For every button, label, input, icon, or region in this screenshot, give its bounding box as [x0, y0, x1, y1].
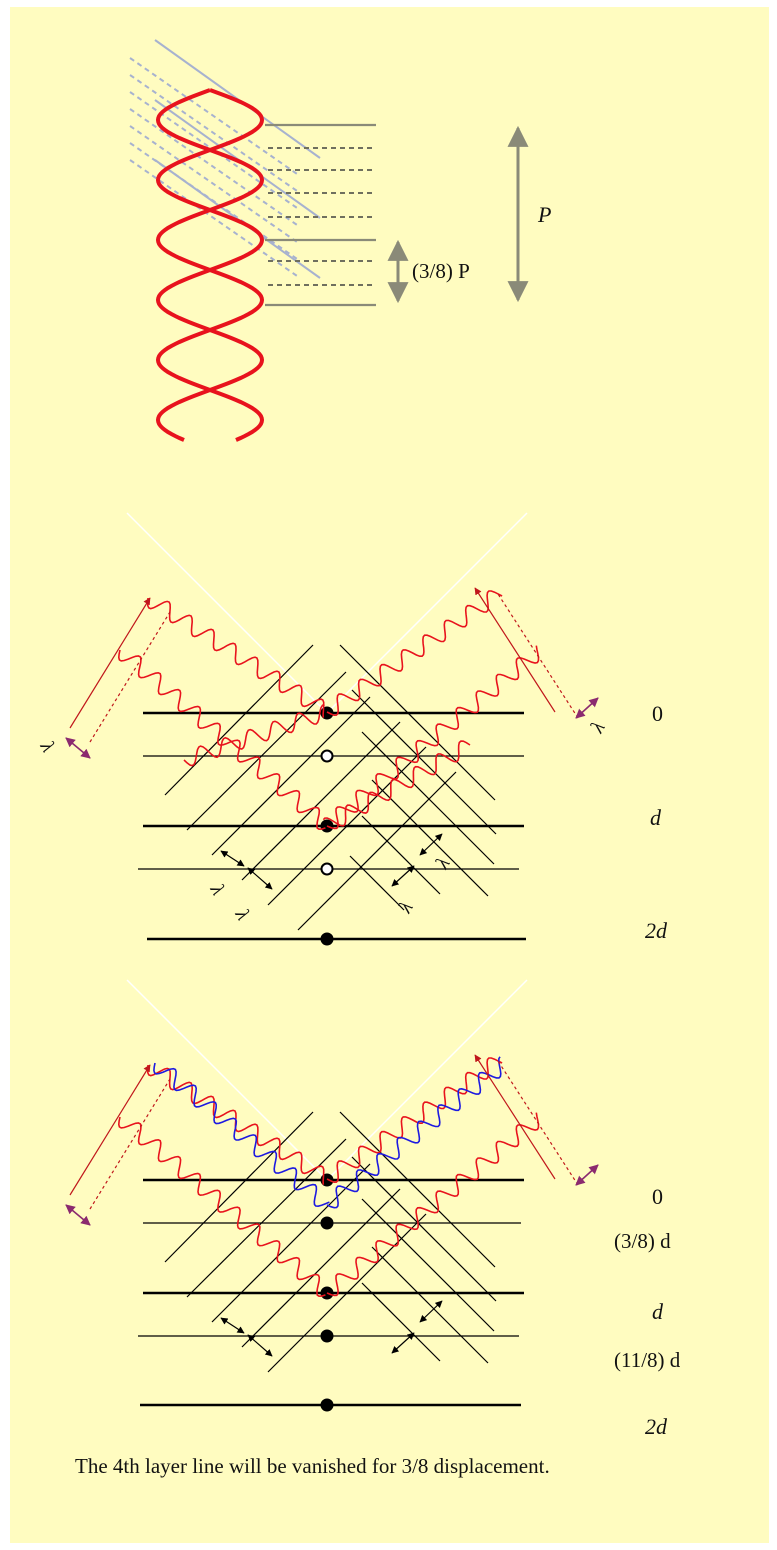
level-label-d: d: [650, 805, 662, 830]
beam-arrow: [474, 1054, 556, 1180]
scattered-wave: [183, 704, 325, 767]
beam-arrow: [69, 597, 151, 729]
wavelength-label: λ: [394, 898, 418, 918]
level-label-11-8-d: (11/8) d: [614, 1348, 681, 1372]
wavefront-line: [349, 855, 405, 911]
level-label-3-8-d: (3/8) d: [614, 1229, 671, 1253]
spacing-marker: [220, 850, 245, 867]
spacing-marker: [247, 867, 273, 890]
diagonal-guide-dashed: [129, 57, 301, 177]
spacing-marker: [391, 865, 415, 887]
wavefront-line: [361, 1282, 441, 1362]
scattered-wave: [326, 590, 503, 717]
level-label-2d: 2d: [645, 918, 668, 943]
scattered-wave: [117, 649, 326, 831]
wavelength-label: λ: [35, 737, 59, 757]
scattered-wave: [117, 1116, 326, 1298]
level-label-d: d: [652, 1299, 664, 1324]
displacement-label: (3/8) P: [412, 259, 470, 283]
diagonal-guide-dashed: [129, 74, 301, 194]
beam-dashed: [89, 1078, 171, 1210]
wavefront-line: [164, 644, 314, 796]
wavefront-line: [211, 696, 371, 856]
helix-panel: P (3/8) P: [129, 39, 551, 442]
lattice-point: [320, 1173, 334, 1187]
bragg-diagram-2: 0 (3/8) d d (11/8) d 2d: [65, 979, 681, 1439]
wavefront-line: [361, 815, 441, 895]
lambda-marker: [65, 1204, 91, 1226]
spacing-marker: [220, 1317, 245, 1334]
wavefront-line: [351, 689, 497, 835]
faint-guide: [126, 512, 328, 714]
wavefront-line: [211, 1163, 371, 1323]
beam-dashed: [497, 1060, 579, 1186]
wavefront-line: [241, 721, 401, 881]
wavefront-line: [241, 1188, 401, 1348]
lambda-marker: [65, 737, 91, 759]
scattered-wave: [326, 1112, 540, 1297]
helix-layer-lines: [265, 123, 376, 307]
wavefront-line: [339, 644, 496, 801]
helix-strand-2: [155, 88, 265, 442]
lattice-point: [320, 932, 334, 946]
wavelength-label: λ: [586, 718, 610, 738]
spacing-marker: [247, 1334, 273, 1357]
beam-arrow: [69, 1064, 151, 1196]
diagonal-guide-dashed: [129, 159, 301, 279]
lambda-marker: [575, 1164, 599, 1186]
lattice-point: [320, 706, 334, 720]
spacing-marker: [419, 833, 443, 856]
faint-guide: [126, 979, 328, 1181]
wavelength-label: λ: [431, 854, 455, 874]
level-label-2d: 2d: [645, 1414, 668, 1439]
wavefront-line: [371, 1246, 489, 1364]
wavefront-line: [351, 1156, 497, 1302]
wavefront-line: [164, 1111, 314, 1263]
beam-dashed: [89, 611, 171, 743]
diagonal-guide-dashed: [129, 142, 301, 262]
lattice-point: [320, 1329, 334, 1343]
diagonal-guide-dashed: [129, 125, 301, 245]
wavefront-line: [339, 1111, 496, 1268]
wavefront-line: [186, 1138, 347, 1298]
lattice-point: [320, 1398, 334, 1412]
level-label-0: 0: [652, 1184, 663, 1209]
lattice-point-open: [320, 749, 334, 763]
shifted-wave: [153, 1062, 330, 1208]
spacing-marker: [391, 1332, 415, 1354]
shifted-wave: [326, 1056, 502, 1209]
wavelength-label: λ: [205, 880, 229, 900]
diagonal-guide-dashed: [129, 108, 301, 228]
wavefront-line: [361, 731, 495, 865]
figure-caption: The 4th layer line will be vanished for …: [75, 1454, 550, 1478]
wavefront-line: [267, 746, 427, 906]
beam-dashed: [497, 593, 579, 719]
scattered-wave: [322, 740, 471, 827]
lattice-point-open: [320, 862, 334, 876]
wavelength-label: λ: [230, 905, 254, 925]
helix-strand-1: [155, 88, 265, 442]
wavefront-line: [267, 1213, 427, 1373]
wavefront-line: [297, 771, 457, 931]
lambda-marker: [575, 697, 599, 719]
double-helix: [155, 88, 265, 442]
wavefront-line: [186, 671, 347, 831]
scattered-wave: [326, 645, 540, 830]
scattered-wave: [326, 1057, 503, 1184]
beam-arrow: [474, 587, 556, 713]
level-label-0: 0: [652, 701, 663, 726]
spacing-marker: [419, 1300, 443, 1323]
pitch-label: P: [537, 202, 551, 227]
scattered-wave: [146, 597, 325, 718]
lattice-point: [320, 1216, 334, 1230]
wavefront-line: [361, 1198, 495, 1332]
